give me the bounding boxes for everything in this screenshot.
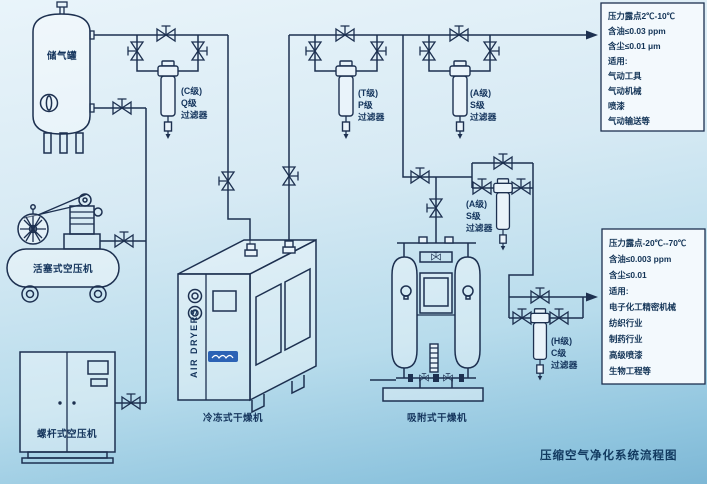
svg-text:电子化工精密机械: 电子化工精密机械 xyxy=(609,302,677,312)
base-platform xyxy=(382,387,484,402)
valve-icon xyxy=(156,25,176,42)
svg-text:适用:: 适用: xyxy=(609,286,629,296)
svg-text:生物工程等: 生物工程等 xyxy=(609,366,651,376)
svg-text:S级: S级 xyxy=(470,99,485,110)
p-filter-icon xyxy=(335,60,357,140)
spec-box-2: 压力露点-20℃--70℃ 含油≤0.003 ppm 含尘≤0.01 适用: 电… xyxy=(601,228,706,385)
dryer-foot xyxy=(251,394,265,414)
valve-icon xyxy=(426,198,443,218)
valve-icon xyxy=(282,166,299,186)
svg-text:压力露点2℃-10℃: 压力露点2℃-10℃ xyxy=(608,11,676,21)
refrigerated-dryer: AIR DRYERS 冷冻式干燥机 xyxy=(177,238,317,424)
valve-icon xyxy=(112,98,132,115)
svg-text:过滤器: 过滤器 xyxy=(470,111,497,122)
svg-text:气动机械: 气动机械 xyxy=(607,86,642,96)
valve-icon xyxy=(370,41,387,61)
svg-text:高级喷漆: 高级喷漆 xyxy=(609,350,643,360)
svg-text:过滤器: 过滤器 xyxy=(551,359,578,370)
storage-tank-label: 储气罐 xyxy=(47,50,77,62)
svg-text:含尘≤0.01: 含尘≤0.01 xyxy=(609,270,647,280)
valve-icon xyxy=(511,178,531,195)
svg-text:(A级): (A级) xyxy=(466,198,487,209)
valve-icon xyxy=(483,41,500,61)
refrigerated-dryer-panel-text: AIR DRYERS xyxy=(189,308,199,378)
svg-text:含油≤0.003 ppm: 含油≤0.003 ppm xyxy=(609,254,671,264)
tower-right xyxy=(454,256,481,369)
svg-text:C级: C级 xyxy=(551,347,566,358)
wheel-icon xyxy=(89,285,107,303)
svg-text:气动工具: 气动工具 xyxy=(607,71,642,81)
svg-text:压力露点-20℃--70℃: 压力露点-20℃--70℃ xyxy=(609,238,687,248)
svg-text:过滤器: 过滤器 xyxy=(358,111,385,122)
valve-icon xyxy=(335,25,355,42)
wheel-icon xyxy=(21,285,39,303)
svg-text:气动输送等: 气动输送等 xyxy=(607,116,650,126)
manhole-icon xyxy=(39,93,59,113)
svg-text:Q级: Q级 xyxy=(181,97,197,108)
flywheel-icon xyxy=(17,204,49,245)
gauge-icon xyxy=(187,305,203,321)
brand-logo xyxy=(208,351,238,362)
control-panel xyxy=(419,272,453,314)
svg-text:过滤器: 过滤器 xyxy=(466,222,493,233)
diagram-title: 压缩空气净化系统流程图 xyxy=(540,448,678,462)
display-icon xyxy=(212,290,237,312)
valve-icon xyxy=(431,252,441,261)
adsorption-dryer: 吸附式干燥机 xyxy=(370,236,484,424)
adsorption-dryer-label: 吸附式干燥机 xyxy=(407,412,467,424)
dryer-foot xyxy=(291,375,305,395)
piston-compressor: 活塞式空压机 xyxy=(6,193,120,303)
control-display-icon xyxy=(87,360,109,375)
sight-glass-icon xyxy=(429,343,439,373)
valve-icon xyxy=(472,178,492,195)
svg-text:(C级): (C级) xyxy=(181,85,202,96)
valve-icon xyxy=(419,41,436,61)
s-filter-2-icon xyxy=(493,178,513,252)
door-handle-icon xyxy=(72,401,76,405)
valve-icon xyxy=(410,167,430,184)
svg-text:纺织行业: 纺织行业 xyxy=(609,318,643,328)
spec-box-1: 压力露点2℃-10℃ 含油≤0.03 ppm 含尘≤0.01 μm 适用: 气动… xyxy=(600,2,705,132)
valve-icon xyxy=(191,41,208,61)
storage-tank: 储气罐 xyxy=(32,1,95,154)
valve-icon xyxy=(530,287,550,304)
refrigerated-dryer-label: 冷冻式干燥机 xyxy=(203,412,263,424)
svg-text:(T级): (T级) xyxy=(358,87,378,98)
svg-text:含尘≤0.01 μm: 含尘≤0.01 μm xyxy=(608,41,661,51)
valve-icon xyxy=(127,41,144,61)
valve-icon xyxy=(512,308,532,325)
flow-arrow-bottom xyxy=(586,292,598,302)
svg-text:(H级): (H级) xyxy=(551,335,572,346)
s-filter-icon xyxy=(449,60,471,140)
svg-text:含油≤0.03 ppm: 含油≤0.03 ppm xyxy=(608,26,666,36)
c-filter-icon xyxy=(530,308,550,382)
filter-labels: (C级) Q级 过滤器 (T级) P级 过滤器 (A级) S级 过滤器 (A级)… xyxy=(181,85,578,370)
door-handle-icon xyxy=(58,401,62,405)
svg-text:适用:: 适用: xyxy=(608,56,628,66)
valve-icon xyxy=(218,171,235,191)
q-filter-icon xyxy=(157,60,179,140)
pulley-icon xyxy=(78,193,92,207)
flow-arrow-top xyxy=(586,30,598,40)
screw-compressor-label: 螺杆式空压机 xyxy=(37,428,97,440)
gauge-icon xyxy=(187,288,203,304)
valve-icon xyxy=(114,231,134,248)
svg-text:制药行业: 制药行业 xyxy=(609,334,643,344)
piston-compressor-label: 活塞式空压机 xyxy=(33,263,93,275)
screw-compressor: 螺杆式空压机 xyxy=(19,351,116,464)
louver-vent-icon xyxy=(284,267,311,352)
svg-text:(A级): (A级) xyxy=(470,87,491,98)
valve-icon xyxy=(305,41,322,61)
valve-icon xyxy=(449,25,469,42)
tower-left xyxy=(391,256,418,369)
valve-icon xyxy=(121,393,141,410)
valve-icon xyxy=(493,153,513,170)
louver-vent-icon xyxy=(255,282,282,367)
svg-text:喷漆: 喷漆 xyxy=(608,101,625,111)
valve-icon xyxy=(549,308,569,325)
svg-text:S级: S级 xyxy=(466,210,481,221)
svg-text:P级: P级 xyxy=(358,99,373,110)
svg-text:过滤器: 过滤器 xyxy=(181,109,208,120)
